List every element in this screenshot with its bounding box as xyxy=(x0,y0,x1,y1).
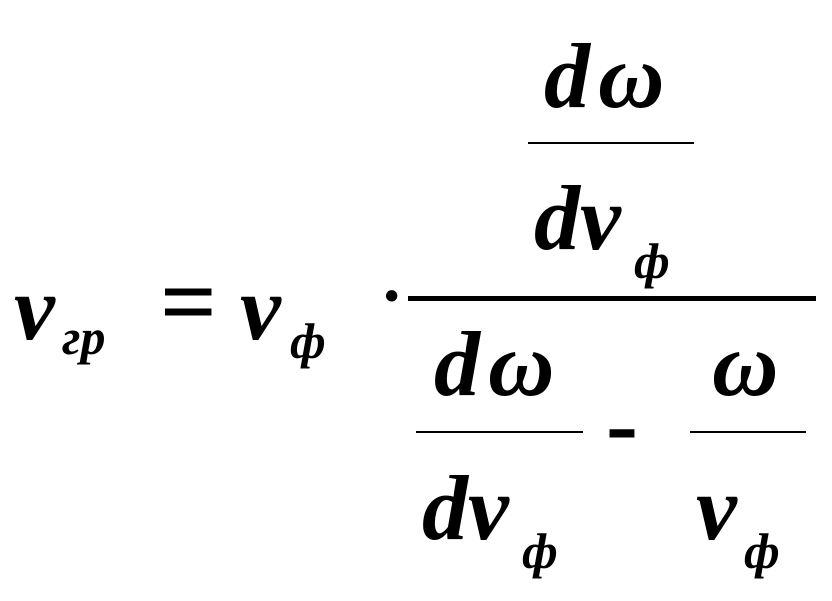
lhs-v-symbol: v xyxy=(14,257,55,359)
top-den-subscript: ф xyxy=(634,233,670,289)
rhs-v-symbol: v xyxy=(240,257,281,359)
right-den-subscript: ф xyxy=(744,523,780,579)
left-num-omega: ω xyxy=(488,313,555,415)
top-num-omega: ω xyxy=(598,25,665,127)
left-den-subscript: ф xyxy=(522,523,558,579)
minus-sign: - xyxy=(606,370,638,477)
left-num-d: d xyxy=(434,313,480,415)
top-den-dv: dv xyxy=(534,167,621,269)
left-fraction-bar xyxy=(416,431,583,433)
lhs-subscript: гр xyxy=(62,309,106,365)
right-den-v: v xyxy=(696,457,737,559)
right-fraction-bar xyxy=(690,431,806,433)
main-fraction-bar xyxy=(408,296,816,301)
top-num-d: d xyxy=(544,25,590,127)
left-den-dv: dv xyxy=(422,457,509,559)
rhs-subscript: ф xyxy=(290,313,326,369)
equals-sign: = xyxy=(160,246,217,357)
right-num-omega: ω xyxy=(712,313,779,415)
multiplication-dot: · xyxy=(380,258,404,335)
top-fraction-bar xyxy=(528,142,694,144)
